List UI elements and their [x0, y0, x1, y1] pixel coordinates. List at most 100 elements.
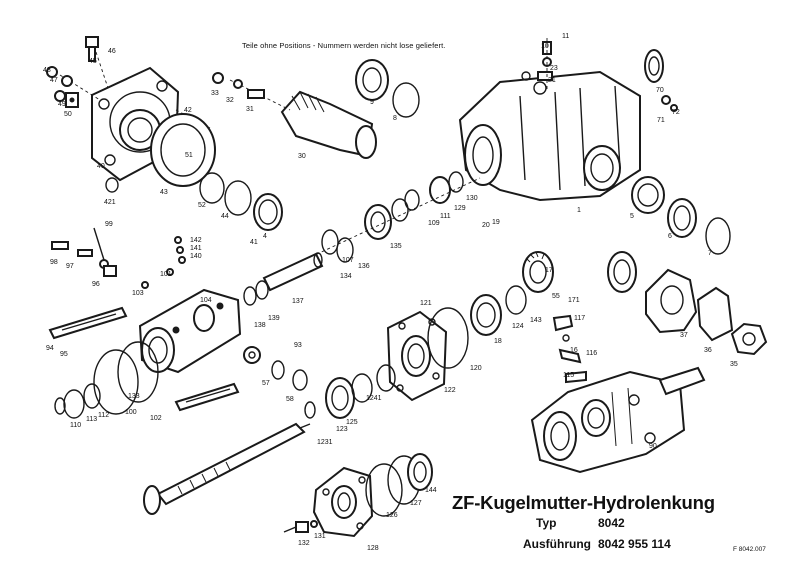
- gear-ring-19-17: [522, 251, 554, 293]
- part-number-138: 138: [254, 322, 266, 329]
- part-number-139: 139: [268, 315, 280, 322]
- part-number-44: 44: [221, 213, 229, 220]
- part-number-97: 97: [66, 263, 74, 270]
- part-number-130: 130: [466, 195, 478, 202]
- part-number-36: 36: [704, 347, 712, 354]
- part-number-41: 41: [250, 239, 258, 246]
- part-number-23: 23: [550, 65, 558, 72]
- steering-housing-1: [458, 70, 641, 202]
- part-number-50: 50: [64, 111, 72, 118]
- part-number-55: 55: [552, 293, 560, 300]
- part-number-58: 58: [286, 396, 294, 403]
- part-number-132: 132: [298, 540, 310, 547]
- part-number-135: 135: [390, 243, 402, 250]
- part-number-144: 144: [425, 487, 437, 494]
- part-number-1: 1: [577, 207, 581, 214]
- part-number-32: 32: [226, 97, 234, 104]
- part-number-143: 143: [530, 317, 542, 324]
- input-shaft: [143, 422, 311, 515]
- part-number-126: 126: [386, 512, 398, 519]
- part-number-133: 133: [128, 393, 140, 400]
- slots-94-95: [48, 306, 240, 412]
- part-number-90: 90: [649, 443, 657, 450]
- ring-series-middle: [299, 171, 481, 263]
- part-number-72: 72: [672, 109, 680, 116]
- part-number-115: 115: [563, 372, 574, 379]
- part-number-7: 7: [708, 250, 712, 257]
- part-number-117: 117: [574, 315, 585, 322]
- part-number-140: 140: [190, 253, 202, 260]
- cover-70-71-72: [644, 49, 678, 112]
- version-value: 8042 955 114: [598, 537, 671, 551]
- part-number-171: 171: [568, 297, 580, 304]
- part-number-48: 48: [43, 67, 51, 74]
- part-number-421: 421: [104, 199, 116, 206]
- bearing-4: [253, 193, 283, 231]
- part-number-43: 43: [160, 189, 168, 196]
- part-number-49: 49: [58, 101, 66, 108]
- part-number-128: 128: [367, 545, 379, 552]
- rings-123-125-144: [304, 364, 396, 419]
- parts-31-32-33: [212, 72, 265, 99]
- part-number-47: 47: [50, 77, 58, 84]
- part-number-11: 11: [562, 33, 569, 40]
- part-number-125: 125: [346, 419, 358, 426]
- part-number-94: 94: [46, 345, 54, 352]
- part-number-57: 57: [262, 380, 270, 387]
- sector-arm-37: [645, 268, 698, 334]
- part-number-95: 95: [60, 351, 68, 358]
- seal-11: [607, 251, 637, 293]
- pins-100-101-140-141-142: [141, 236, 186, 289]
- part-number-20: 20: [482, 222, 490, 229]
- part-number-9: 9: [370, 99, 374, 106]
- end-housing-128: [312, 466, 374, 538]
- part-number-10: 10: [541, 43, 549, 50]
- part-number-4: 4: [263, 233, 267, 240]
- pin-99: [93, 227, 109, 269]
- part-number-16: 16: [570, 347, 578, 354]
- gasket-41-43: [105, 113, 216, 193]
- part-number-45: 45: [89, 58, 97, 65]
- bracket-36: [696, 286, 734, 342]
- part-number-37: 37: [680, 332, 688, 339]
- part-number-109: 109: [428, 220, 440, 227]
- part-number-103: 103: [132, 290, 144, 297]
- clips-115-116-117-143: [552, 314, 587, 384]
- washers-112-113: [54, 397, 66, 415]
- part-number-127: 127: [410, 500, 422, 507]
- part-number-35: 35: [730, 361, 738, 368]
- part-number-129: 129: [454, 205, 466, 212]
- bearing-5-6-7: [631, 176, 731, 255]
- part-number-123: 123: [336, 426, 348, 433]
- part-number-46: 46: [108, 48, 116, 55]
- part-number-111: 111: [440, 213, 451, 220]
- part-number-113: 113: [86, 416, 97, 423]
- bolt-132-131: [283, 520, 318, 533]
- part-number-19: 19: [492, 219, 500, 226]
- part-number-121: 121: [420, 300, 432, 307]
- part-number-52: 52: [198, 202, 206, 209]
- part-number-107: 107: [342, 257, 354, 264]
- part-number-102: 102: [150, 415, 162, 422]
- part-number-51: 51: [185, 152, 193, 159]
- drawing-title: ZF-Kugelmutter-Hydrolenkung: [452, 492, 715, 513]
- valve-unit-90: [530, 366, 706, 474]
- part-number-136: 136: [358, 263, 370, 270]
- part-number-116: 116: [586, 350, 597, 357]
- part-number-1231: 1231: [317, 439, 333, 446]
- part-number-71: 71: [657, 117, 665, 124]
- large-rings-100-132-110: [63, 341, 159, 419]
- part-number-122: 122: [444, 387, 456, 394]
- part-number-101: 101: [160, 271, 172, 278]
- nut-35: [730, 322, 768, 356]
- part-number-99: 99: [105, 221, 113, 228]
- part-number-141: 141: [190, 245, 202, 252]
- tube-137: [262, 252, 324, 292]
- rings-52-44: [199, 172, 252, 216]
- end-cover-122: [386, 310, 448, 402]
- type-label: Typ: [536, 516, 557, 530]
- delivery-note: Teile ohne Positions - Nummern werden ni…: [242, 41, 446, 50]
- seal-rings-8-9: [355, 59, 420, 118]
- part-number-42: 42: [184, 107, 192, 114]
- bolt-45: [85, 36, 99, 62]
